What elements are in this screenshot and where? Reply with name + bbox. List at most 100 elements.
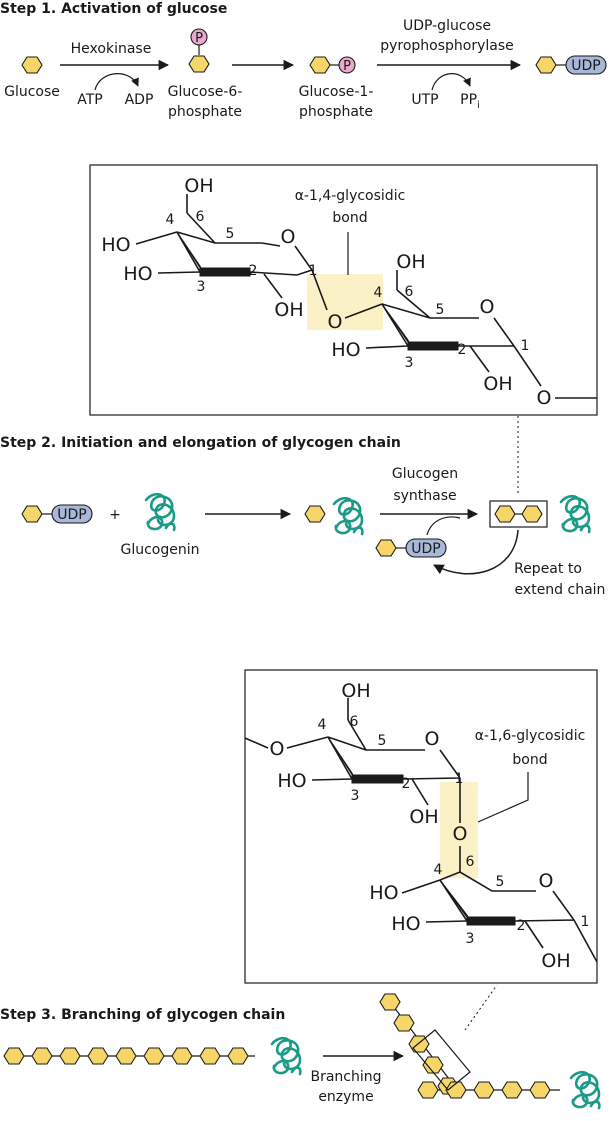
step2-udp-pill: [51, 504, 93, 524]
phosphate-circle-g1p: [338, 56, 356, 74]
repeat-label-line2: extend chain: [515, 582, 606, 598]
svg-text:1: 1: [581, 914, 590, 930]
plus-sign: +: [109, 507, 121, 523]
svg-text:6: 6: [405, 284, 414, 300]
step2-udp-glucose-hexagon: [21, 505, 43, 523]
incoming-udp-label: UDP: [411, 541, 440, 557]
svg-text:4: 4: [318, 717, 327, 733]
svg-text:1: 1: [309, 263, 318, 279]
svg-text:OH: OH: [483, 373, 512, 395]
synthase-label-line2: synthase: [393, 488, 456, 504]
utp-label: UTP: [411, 92, 438, 108]
svg-text:HO: HO: [123, 263, 152, 285]
svg-text:2: 2: [517, 918, 526, 934]
svg-text:5: 5: [378, 733, 387, 749]
alpha16-bond-label-line2: bond: [512, 752, 547, 768]
svg-text:HO: HO: [277, 770, 306, 792]
alpha16-highlight: [440, 782, 478, 878]
phosphate-letter-g1p: P: [343, 59, 351, 74]
svg-text:1: 1: [455, 771, 464, 787]
branching-enzyme-label-line2: enzyme: [318, 1089, 373, 1105]
step2-udp-label: UDP: [57, 507, 86, 523]
step2-title: Step 2. Initiation and elongation of gly…: [0, 435, 401, 451]
glucose-label: Glucose: [4, 84, 60, 100]
g1p-label-line1: Glucose-1-: [299, 84, 374, 100]
svg-text:O: O: [270, 738, 285, 760]
svg-text:3: 3: [405, 355, 414, 371]
repeat-label-line1: Repeat to: [514, 561, 582, 577]
pyrophosphorylase-label-line1: UDP-glucose: [403, 18, 491, 34]
svg-text:4: 4: [166, 212, 175, 228]
svg-text:2: 2: [402, 776, 411, 792]
chain-glycogenin-squiggle: [559, 494, 591, 534]
branch-highlight-box: [412, 1029, 471, 1091]
svg-text:O: O: [480, 296, 495, 318]
alpha14-bridge-oxygen: O: [328, 311, 343, 333]
udp-pill: [565, 55, 607, 75]
phosphate-letter-g6p: P: [195, 31, 203, 46]
g6p-label-line1: Glucose-6-: [168, 84, 243, 100]
svg-text:6: 6: [196, 209, 205, 225]
g6p-label-line2: phosphate: [168, 104, 242, 120]
svg-text:3: 3: [351, 788, 360, 804]
svg-text:5: 5: [436, 302, 445, 318]
branching-enzyme-label-line1: Branching: [310, 1069, 381, 1085]
incoming-udp-glucose-hexagon: [375, 539, 397, 557]
svg-text:5: 5: [226, 226, 235, 242]
step1-title: Step 1. Activation of glucose: [0, 1, 227, 17]
chain-glucose-1: [494, 505, 516, 523]
alpha16-bond-pointer: [477, 772, 529, 823]
alpha16-callout-dotted: [464, 984, 498, 1031]
svg-text:HO: HO: [391, 913, 420, 935]
svg-text:OH: OH: [396, 251, 425, 273]
svg-text:O: O: [537, 387, 552, 409]
glucose-hexagon: [21, 56, 43, 74]
g1p-label-line2: phosphate: [299, 104, 373, 120]
alpha16-carbon6-label: 6: [466, 854, 475, 870]
atp-label: ATP: [77, 92, 102, 108]
alpha14-highlight: [307, 274, 383, 330]
svg-text:2: 2: [458, 342, 467, 358]
svg-text:HO: HO: [369, 882, 398, 904]
upper-glucose-ring: O OH HO O OH 6 4 5 3 2 1: [244, 680, 464, 828]
svg-text:1: 1: [521, 338, 530, 354]
pyrophosphorylase-label-line2: pyrophosphorylase: [380, 38, 514, 54]
svg-text:HO: HO: [101, 234, 130, 256]
atp-adp-curve: [94, 73, 139, 91]
alpha14-bridge-bond: [344, 303, 383, 319]
svg-text:O: O: [425, 728, 440, 750]
svg-text:OH: OH: [409, 806, 438, 828]
g6p-hexagon: [188, 55, 210, 73]
g1p-hexagon: [309, 56, 331, 74]
alpha16-bridge-oxygen: O: [453, 823, 468, 845]
synthase-label-line1: Glucogen: [392, 466, 458, 482]
svg-text:4: 4: [374, 285, 383, 301]
svg-text:O: O: [539, 870, 554, 892]
left-glucose-ring: OH HO HO O OH 6 4 5 3 2 1: [101, 175, 328, 321]
svg-text:6: 6: [350, 714, 359, 730]
alpha16-bond-label-line1: α-1,6-glycosidic: [475, 728, 586, 744]
step3-title: Step 3. Branching of glycogen chain: [0, 1007, 285, 1023]
right-glucose-ring: OH HO O OH O 6 4 5 3 2 1: [331, 251, 597, 409]
glucogenin-label: Glucogenin: [120, 542, 199, 558]
svg-text:OH: OH: [274, 299, 303, 321]
linear-glycogen-chain: [3, 1036, 302, 1076]
udp-label: UDP: [571, 58, 600, 74]
adp-label: ADP: [125, 92, 154, 108]
udp-glucose-hexagon: [535, 56, 557, 74]
svg-text:5: 5: [496, 874, 505, 890]
repeat-cycle-arrow: [433, 529, 519, 575]
svg-text:OH: OH: [341, 680, 370, 702]
svg-text:OH: OH: [184, 175, 213, 197]
incoming-udp-pill: [405, 538, 447, 558]
alpha14-bond-label-line2: bond: [332, 210, 367, 226]
alpha16-structure-box: [244, 669, 598, 984]
svg-text:O: O: [281, 226, 296, 248]
chain-glucose-2: [521, 505, 543, 523]
alpha14-bond-label-line1: α-1,4-glycosidic: [295, 188, 406, 204]
svg-text:3: 3: [466, 931, 475, 947]
svg-text:2: 2: [249, 263, 258, 279]
hexokinase-label: Hexokinase: [71, 41, 152, 57]
elongation-highlight-box: [489, 500, 548, 528]
